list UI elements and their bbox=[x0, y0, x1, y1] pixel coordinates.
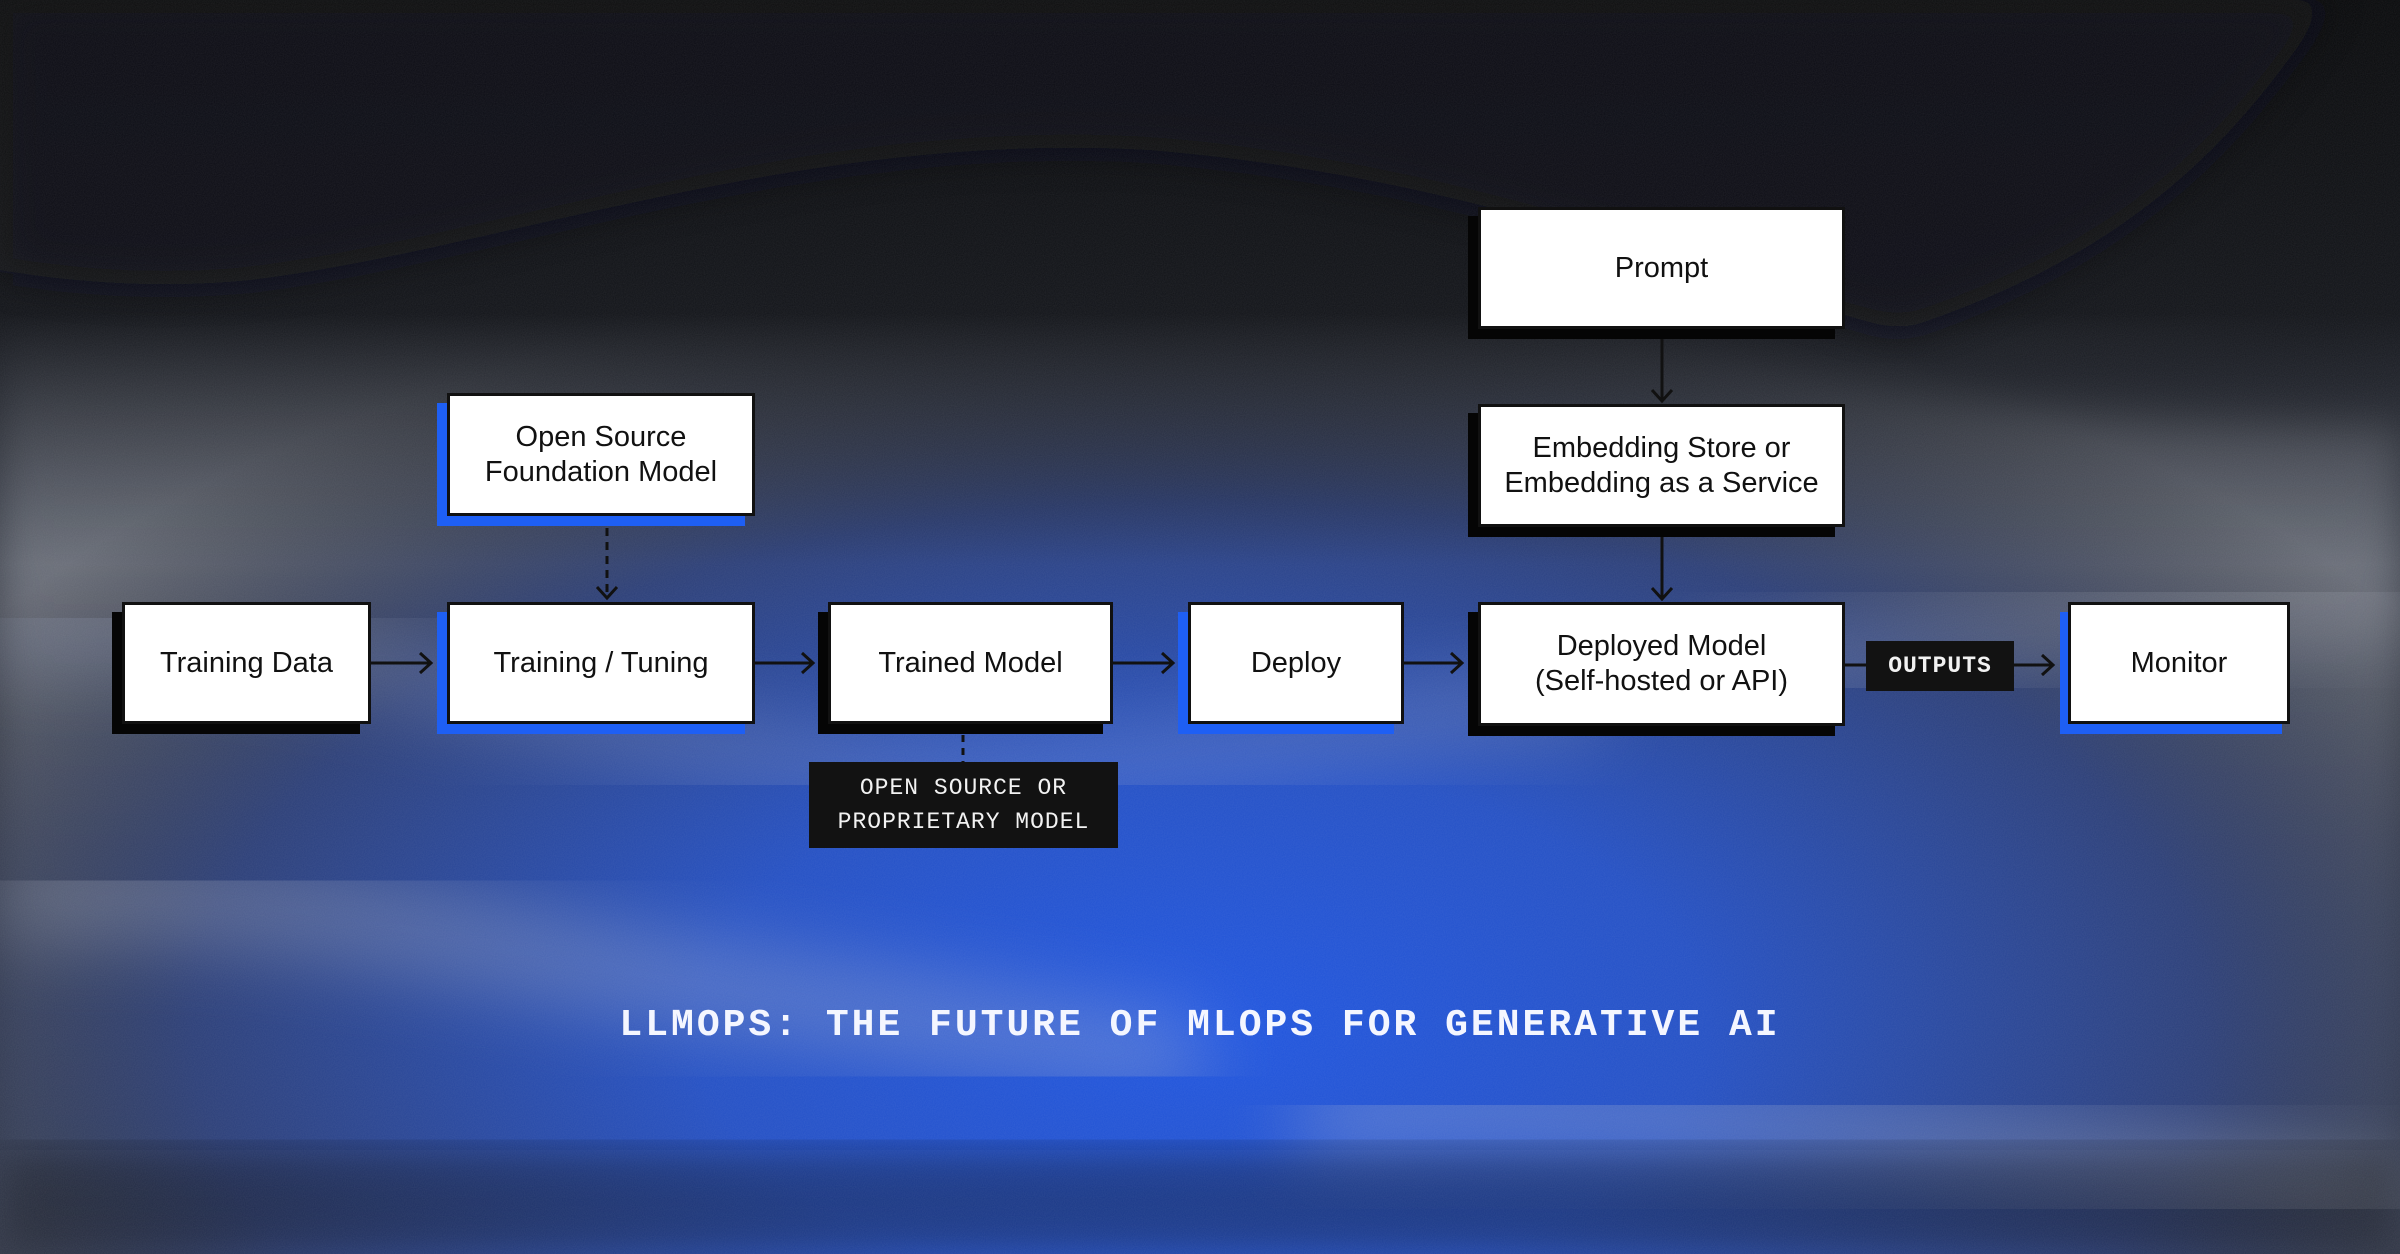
node-label: Trained Model bbox=[878, 646, 1063, 679]
node-label: Deploy bbox=[1250, 646, 1342, 679]
node-label: Training Data bbox=[159, 646, 333, 679]
node-embedding[interactable]: Embedding Store or Embedding as a Servic… bbox=[1478, 404, 1845, 527]
node-deployed-model[interactable]: Deployed Model (Self-hosted or API) bbox=[1478, 602, 1845, 726]
node-label-line2: (Self-hosted or API) bbox=[1534, 665, 1789, 697]
page-title: LLMOPS: THE FUTURE OF MLOPS FOR GENERATI… bbox=[619, 1004, 1781, 1047]
node-prompt[interactable]: Prompt bbox=[1478, 207, 1845, 329]
node-label-line2: Foundation Model bbox=[484, 455, 718, 488]
node-label-line1: Deployed Model bbox=[1556, 630, 1767, 662]
tag-label: OUTPUTS bbox=[1888, 653, 1992, 679]
node-label: Training / Tuning bbox=[493, 646, 709, 679]
node-foundation-model[interactable]: Open Source Foundation Model bbox=[447, 393, 755, 516]
node-label-line1: Open Source bbox=[515, 420, 687, 453]
node-label-line1: Embedding Store or bbox=[1532, 431, 1791, 464]
node-label: Prompt bbox=[1614, 251, 1709, 284]
tag-line1: OPEN SOURCE OR bbox=[859, 775, 1068, 801]
node-monitor[interactable]: Monitor bbox=[2068, 602, 2290, 724]
tag-line2: PROPRIETARY MODEL bbox=[837, 809, 1090, 835]
node-label: Monitor bbox=[2130, 646, 2228, 679]
node-label-line2: Embedding as a Service bbox=[1504, 466, 1819, 499]
node-training-tuning[interactable]: Training / Tuning bbox=[447, 602, 755, 724]
tag-model-type: OPEN SOURCE OR PROPRIETARY MODEL bbox=[809, 762, 1118, 848]
node-training-data[interactable]: Training Data bbox=[122, 602, 371, 724]
node-trained-model[interactable]: Trained Model bbox=[828, 602, 1113, 724]
node-deploy[interactable]: Deploy bbox=[1188, 602, 1404, 724]
tag-outputs: OUTPUTS bbox=[1866, 641, 2014, 691]
